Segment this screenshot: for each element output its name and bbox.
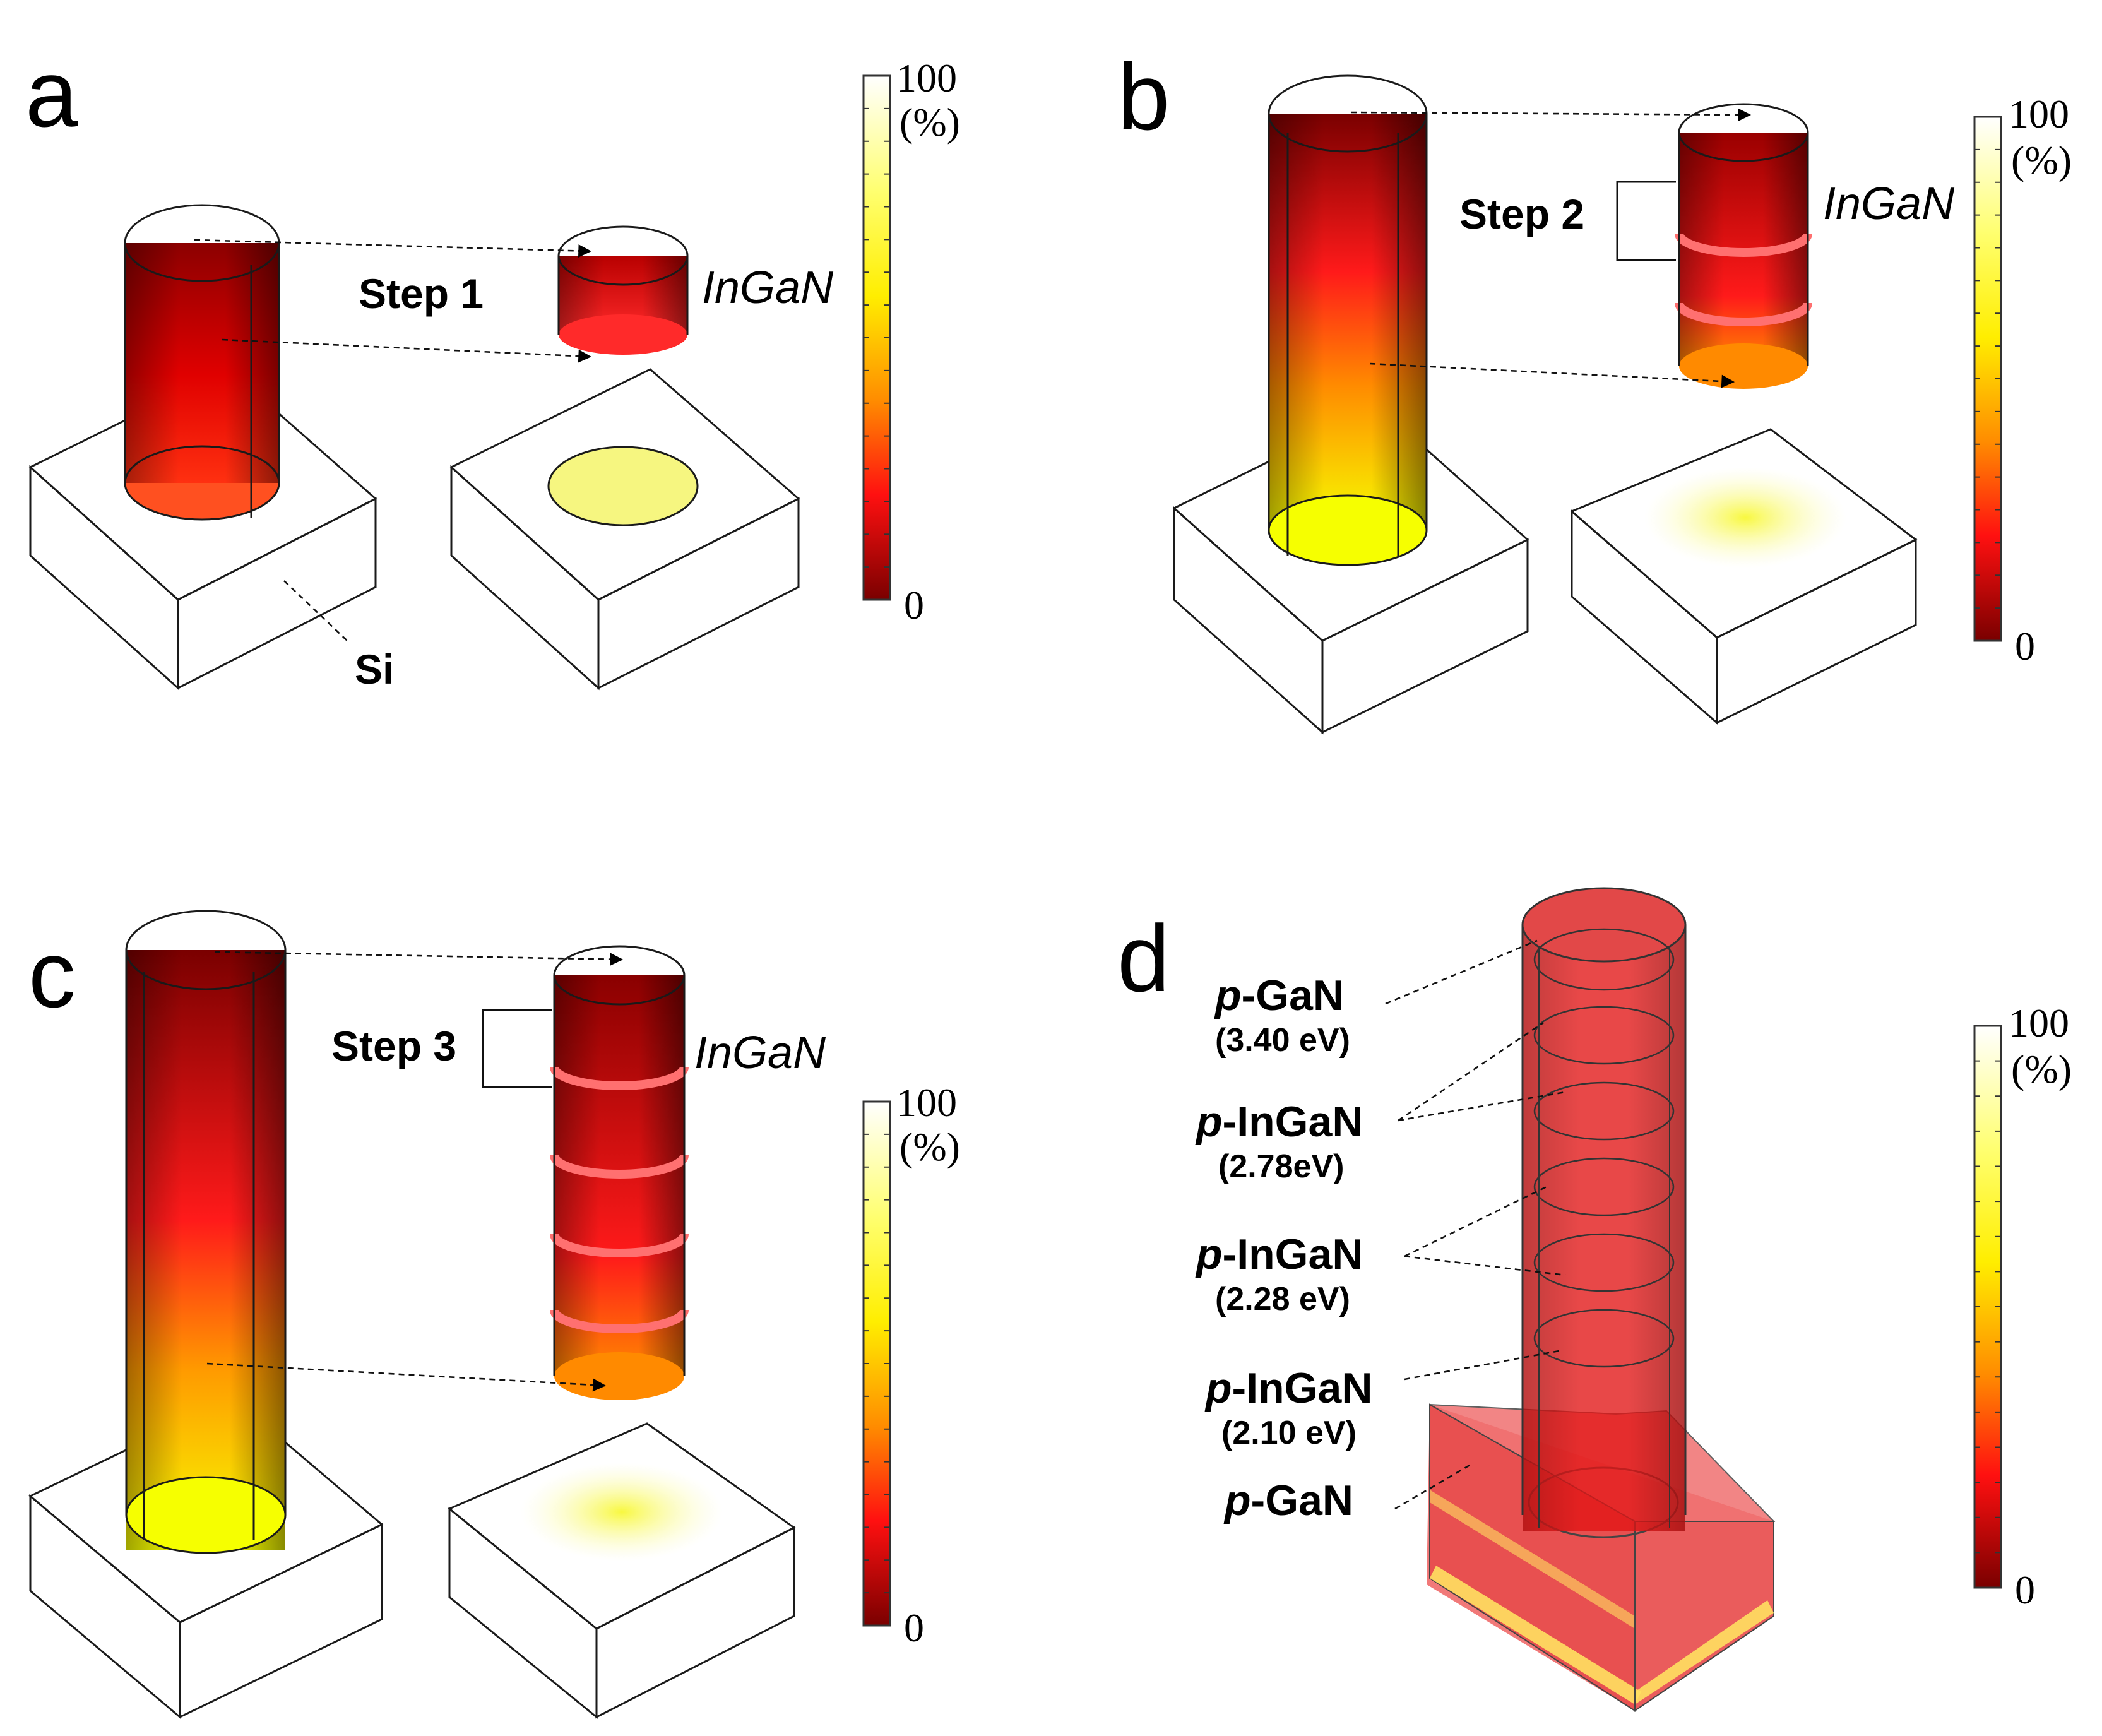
layer-energy: (2.78eV) [1218,1148,1344,1185]
colorbar-unit: (%) [2011,138,2072,182]
nanowire-pillar [1268,74,1428,566]
transfer-arrow-top [214,951,624,966]
colorbar-unit: (%) [900,100,960,145]
colorbar-min: 0 [2015,1567,2035,1612]
leader-line [1404,1186,1547,1257]
colorbar-min: 0 [904,1605,924,1650]
layer-label: p-InGaN (2.78eV) [1195,1098,1363,1185]
layer-energy: (2.28 eV) [1215,1281,1350,1317]
panel-label-b: b [1117,44,1170,150]
leader-line [1398,1021,1544,1122]
material-label: InGaN [702,263,834,313]
transfer-arrow-bottom [222,338,592,363]
layer-name: -InGaN [1223,1230,1363,1278]
colorbar-max: 100 [896,56,957,100]
substrate-after-block [449,368,800,691]
colorbar: 100 (%) 0 [862,1080,960,1650]
layer-prefix: p [1204,1364,1232,1412]
ingan-segment [550,945,689,1400]
transfer-arrow-bottom [1369,362,1735,388]
panel-label-d: d [1117,905,1170,1011]
layer-energy: (3.40 eV) [1215,1022,1350,1059]
transparent-nanowire [1521,887,1687,1531]
colorbar: 100 (%) 0 [862,56,960,627]
layer-label: p-GaN [1223,1477,1353,1525]
substrate-label: Si [355,646,394,693]
si-leader-line [283,580,348,641]
step-bracket [1616,181,1676,261]
leader-line [1385,939,1538,1005]
panel-a: a [25,40,960,693]
svg-text:p-InGaN: p-InGaN [1204,1364,1372,1412]
step-label: Step 2 [1459,191,1584,237]
svg-text:p-InGaN: p-InGaN [1195,1098,1363,1146]
leader-line [1394,1463,1471,1510]
transfer-arrow-top [194,239,592,258]
ingan-segment [557,225,689,355]
panel-d: d [1117,887,2072,1712]
substrate-after-block [448,1422,796,1720]
svg-text:p-GaN: p-GaN [1214,972,1344,1020]
nanowire-pillar [125,910,287,1554]
panel-b: b [1117,44,2072,735]
leader-line [1404,1255,1566,1276]
step-label: Step 3 [331,1023,456,1069]
colorbar: 100 (%) 0 [1973,92,2072,669]
layer-energy: (2.10 eV) [1221,1415,1357,1451]
colorbar: 100 (%) 0 [1973,1001,2072,1612]
material-label: InGaN [1823,179,1955,229]
colorbar-min: 0 [2015,624,2035,669]
layer-name: -InGaN [1223,1098,1363,1146]
layer-prefix: p [1195,1230,1223,1278]
panel-label-a: a [25,40,78,146]
step-bracket [482,1009,552,1088]
colorbar-unit: (%) [2011,1047,2072,1091]
layer-prefix: p [1214,972,1242,1020]
colorbar-max: 100 [2009,1001,2069,1045]
colorbar-min: 0 [904,583,924,627]
nanowire-pillar [124,204,280,521]
layer-prefix: p [1223,1477,1251,1525]
layer-label: p-GaN (3.40 eV) [1214,972,1350,1059]
svg-text:p-GaN: p-GaN [1223,1477,1353,1525]
layer-name: -GaN [1242,972,1344,1020]
colorbar-unit: (%) [900,1124,960,1169]
colorbar-max: 100 [896,1080,957,1125]
layer-name: -InGaN [1232,1364,1373,1412]
layer-label: p-InGaN (2.28 eV) [1195,1230,1363,1317]
layer-name: -GaN [1251,1477,1353,1525]
leader-line [1398,1091,1566,1122]
material-label: InGaN [694,1028,826,1078]
substrate-after-block [1570,428,1918,725]
layer-prefix: p [1195,1098,1223,1146]
colorbar-max: 100 [2009,92,2069,136]
panel-label-c: c [28,921,76,1027]
step-label: Step 1 [359,270,484,317]
svg-text:p-InGaN: p-InGaN [1195,1230,1363,1278]
ingan-segment [1675,103,1812,389]
layer-label: p-InGaN (2.10 eV) [1204,1364,1372,1451]
panel-c: c [28,910,960,1720]
